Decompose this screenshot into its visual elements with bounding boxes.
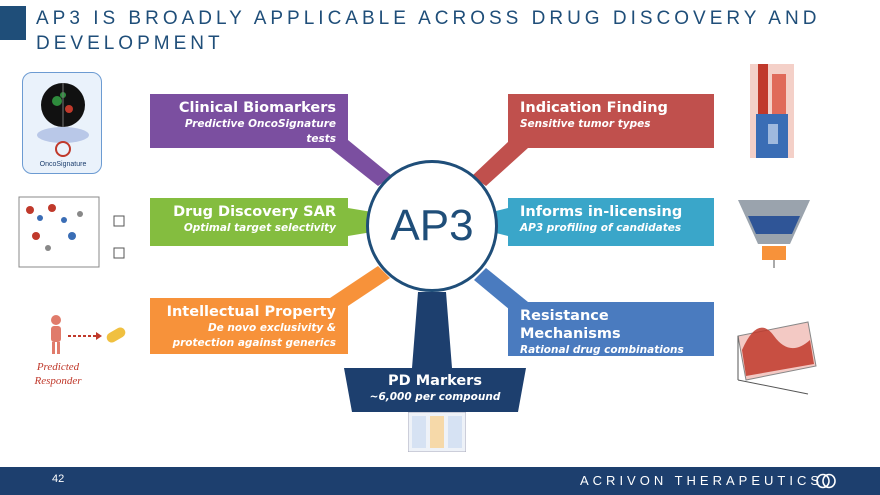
heatmap-thumbnail <box>750 64 794 158</box>
pd-markers-heading: PD Markers <box>388 373 482 389</box>
patient-pill-illustration <box>51 315 126 354</box>
surface-plot-thumbnail <box>737 321 817 395</box>
indication-finding-sub: Sensitive tumor types <box>520 118 651 130</box>
company-logo-icon <box>816 473 836 489</box>
inlicensing-banner: Informs in-licensing AP3 profiling of ca… <box>508 198 714 246</box>
pd-markers-banner: PD Markers ~6,000 per compound <box>340 372 530 405</box>
intellectual-property-sub: De novo exclusivity & protection against… <box>172 322 336 349</box>
resistance-mechanisms-sub: Rational drug combinations <box>520 344 684 356</box>
ap3-hub-circle: AP3 <box>366 160 498 292</box>
predicted-responder-label: Predicted Responder <box>34 361 82 387</box>
resistance-mechanisms-heading: Resistance Mechanisms <box>520 308 621 342</box>
title-accent-bar <box>0 6 26 40</box>
funnel-thumbnail <box>738 200 810 268</box>
sar-scatter-thumbnail <box>18 196 125 268</box>
clinical-biomarkers-heading: Clinical Biomarkers <box>178 100 336 116</box>
pd-table-thumbnail <box>408 412 466 452</box>
ap3-hub-label: AP3 <box>390 201 474 250</box>
oncosignature-logo-text: OncoSignature <box>40 161 87 168</box>
oncosignature-card: OncoSignature <box>22 72 102 174</box>
intellectual-property-banner: Intellectual Property De novo exclusivit… <box>150 298 348 354</box>
tissue-image: OncoSignature <box>37 83 89 168</box>
clinical-biomarkers-sub: Predictive OncoSignature tests <box>184 118 336 145</box>
clinical-biomarkers-banner: Clinical Biomarkers Predictive OncoSigna… <box>150 94 348 148</box>
inlicensing-heading: Informs in-licensing <box>520 204 683 220</box>
inlicensing-sub: AP3 profiling of candidates <box>520 222 682 234</box>
drug-discovery-banner: Drug Discovery SAR Optimal target select… <box>150 198 348 246</box>
company-name: ACRIVON THERAPEUTICS <box>580 473 824 488</box>
page-title: AP3 IS BROADLY APPLICABLE ACROSS DRUG DI… <box>36 8 821 54</box>
intellectual-property-heading: Intellectual Property <box>166 304 336 320</box>
indication-finding-banner: Indication Finding Sensitive tumor types <box>508 94 714 148</box>
page-number: 42 <box>52 473 65 485</box>
resistance-mechanisms-banner: Resistance Mechanisms Rational drug comb… <box>508 302 714 356</box>
pd-markers-sub: ~6,000 per compound <box>369 391 501 403</box>
drug-discovery-heading: Drug Discovery SAR <box>173 204 336 220</box>
indication-finding-heading: Indication Finding <box>520 100 668 116</box>
drug-discovery-sub: Optimal target selectivity <box>183 222 336 234</box>
footer-bar <box>0 467 880 495</box>
